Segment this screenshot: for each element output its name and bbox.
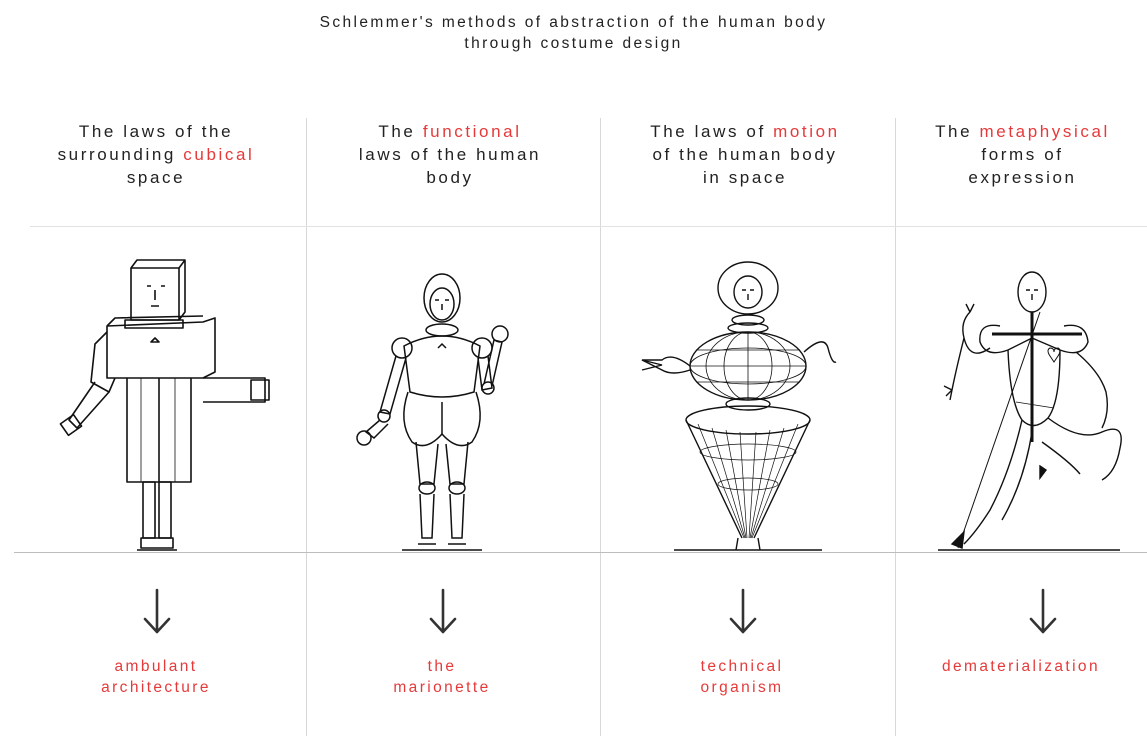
column-heading: The laws of motion of the human body in …	[600, 120, 890, 189]
column-heading: The metaphysical forms of expression	[898, 120, 1147, 189]
technical-organism-figure	[632, 252, 862, 557]
arrow-down-icon	[1028, 588, 1058, 636]
arrow-down-icon	[428, 588, 458, 636]
arrow-down-icon	[142, 588, 172, 636]
result-label: technical organism	[597, 656, 887, 698]
cubic-figure	[55, 252, 275, 557]
result-label: the marionette	[297, 656, 587, 698]
column-motion: The laws of motion of the human body in …	[600, 120, 890, 189]
marionette-figure	[342, 252, 542, 557]
column-divider	[306, 118, 307, 736]
title-line-2: through costume design	[0, 33, 1147, 54]
arrow-down-icon	[728, 588, 758, 636]
column-metaphysical: The metaphysical forms of expression	[898, 120, 1147, 189]
title-line-1: Schlemmer's methods of abstraction of th…	[0, 12, 1147, 33]
result-label: ambulant architecture	[11, 656, 301, 698]
dematerialization-figure	[930, 252, 1147, 557]
column-heading: The functional laws of the human body	[305, 120, 595, 189]
column-heading: The laws of the surrounding cubical spac…	[11, 120, 301, 189]
result-label: dematerialization	[895, 656, 1147, 677]
column-divider	[600, 118, 601, 736]
column-cubical: The laws of the surrounding cubical spac…	[11, 120, 301, 189]
heading-divider	[30, 226, 1147, 227]
diagram-title: Schlemmer's methods of abstraction of th…	[0, 12, 1147, 54]
column-divider	[895, 118, 896, 736]
column-functional: The functional laws of the human body	[305, 120, 595, 189]
